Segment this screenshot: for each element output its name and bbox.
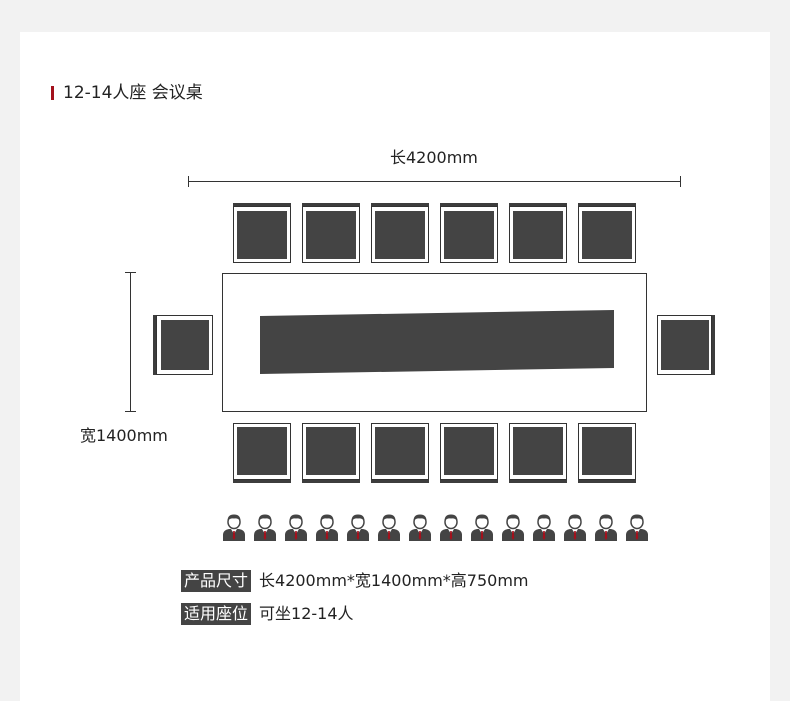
person-icon-row [222,512,652,542]
chair-top-5 [509,203,567,263]
chair-bottom-1 [233,423,291,483]
person-icon [408,512,432,542]
spec-row-seats: 适用座位可坐12-14人 [181,603,354,625]
spec-key-seats: 适用座位 [181,603,252,625]
person-icon [625,512,649,542]
length-tick-left [188,176,189,187]
spec-key-size: 产品尺寸 [181,570,252,592]
spec-value-size: 长4200mm*宽1400mm*高750mm [259,571,529,590]
spec-row-size: 产品尺寸长4200mm*宽1400mm*高750mm [181,570,529,592]
person-icon [470,512,494,542]
chair-end-left [153,315,213,375]
chair-top-6 [578,203,636,263]
person-icon [315,512,339,542]
chair-bottom-6 [578,423,636,483]
length-dimension-line [188,181,681,182]
chair-bottom-2 [302,423,360,483]
conference-table [222,273,647,412]
person-icon [346,512,370,542]
width-tick-bottom [125,411,136,412]
chair-bottom-4 [440,423,498,483]
width-tick-top [125,272,136,273]
section-title: 12-14人座 会议桌 [63,83,203,103]
person-icon [563,512,587,542]
chair-end-right [657,315,715,375]
length-label: 长4200mm [390,148,478,167]
person-icon [377,512,401,542]
person-icon [532,512,556,542]
chair-top-3 [371,203,429,263]
person-icon [594,512,618,542]
person-icon [501,512,525,542]
length-tick-right [680,176,681,187]
width-dimension-line [130,272,131,412]
table-top-shape [260,310,614,374]
person-icon [253,512,277,542]
person-icon [284,512,308,542]
person-icon [439,512,463,542]
person-icon [222,512,246,542]
chair-top-4 [440,203,498,263]
chair-top-1 [233,203,291,263]
title-accent-bar [51,86,54,100]
chair-bottom-3 [371,423,429,483]
width-label: 宽1400mm [80,426,168,445]
chair-bottom-5 [509,423,567,483]
spec-value-seats: 可坐12-14人 [259,604,354,623]
chair-top-2 [302,203,360,263]
